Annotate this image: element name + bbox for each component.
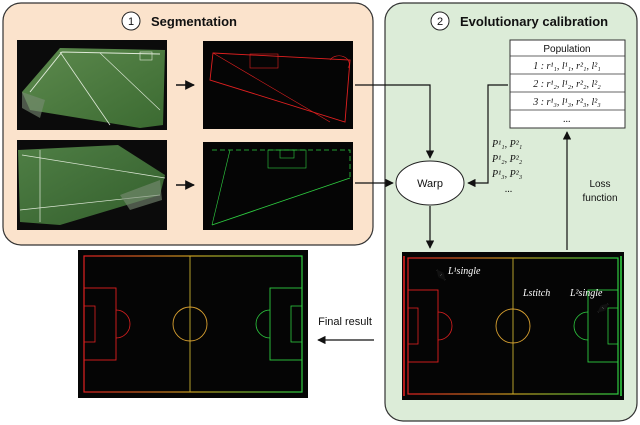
- population-row-ellipsis: ...: [563, 114, 571, 125]
- step-number-1: 1: [128, 16, 134, 28]
- calibration-title: Evolutionary calibration: [460, 14, 608, 29]
- population-row-1: 1 : r¹₁, l¹₁, r²₁, l²₁: [533, 61, 601, 72]
- step-number-circle-1: [121, 11, 141, 31]
- arrow-segmentation1-to-warp: [355, 84, 435, 159]
- final-result-image: [78, 250, 308, 398]
- param-line-1: P¹₁, P²₁: [491, 139, 522, 150]
- param-line-3: P¹₃, P²₃: [491, 169, 523, 180]
- camera-image-1: [17, 40, 167, 130]
- segmentation-image-2: [203, 142, 353, 230]
- warp-node: [395, 160, 465, 206]
- loss-single-1-label: L¹single: [447, 266, 481, 277]
- population-title: Population: [543, 44, 590, 55]
- param-line-ellipsis: ...: [505, 184, 513, 195]
- final-result-label: Final result: [318, 316, 372, 328]
- arrow-population-to-warp: [467, 84, 508, 188]
- loss-single-2-arrow: [597, 303, 609, 313]
- loss-label-line1: Loss: [589, 179, 610, 190]
- population-table: Population 1 : r¹₁, l¹₁, r²₁, l²₁ 2 : r¹…: [509, 39, 626, 129]
- segmentation-panel: 1 Segmentation: [2, 2, 374, 246]
- segmentation-title: Segmentation: [151, 14, 237, 29]
- stitched-result-image: [402, 252, 624, 400]
- step-number-2: 2: [437, 16, 443, 28]
- param-line-2: P¹₂, P²₂: [491, 154, 523, 165]
- loss-single-1-arrow: [436, 269, 446, 281]
- calibration-panel: 2 Evolutionary calibration Population 1 …: [384, 2, 638, 422]
- population-row-2: 2 : r¹₂, l¹₂, r²₂, l²₂: [533, 79, 601, 90]
- segmentation-image-1: [203, 41, 353, 129]
- warp-label: Warp: [417, 178, 443, 190]
- camera-image-2: [17, 140, 167, 230]
- loss-single-2-label: L²single: [569, 288, 603, 299]
- loss-label-line2: function: [582, 193, 617, 204]
- population-row-3: 3 : r¹₃, l¹₃, r²₃, l²₃: [532, 97, 601, 108]
- step-number-circle-2: [430, 11, 450, 31]
- loss-stitch-label: Lstitch: [522, 288, 550, 299]
